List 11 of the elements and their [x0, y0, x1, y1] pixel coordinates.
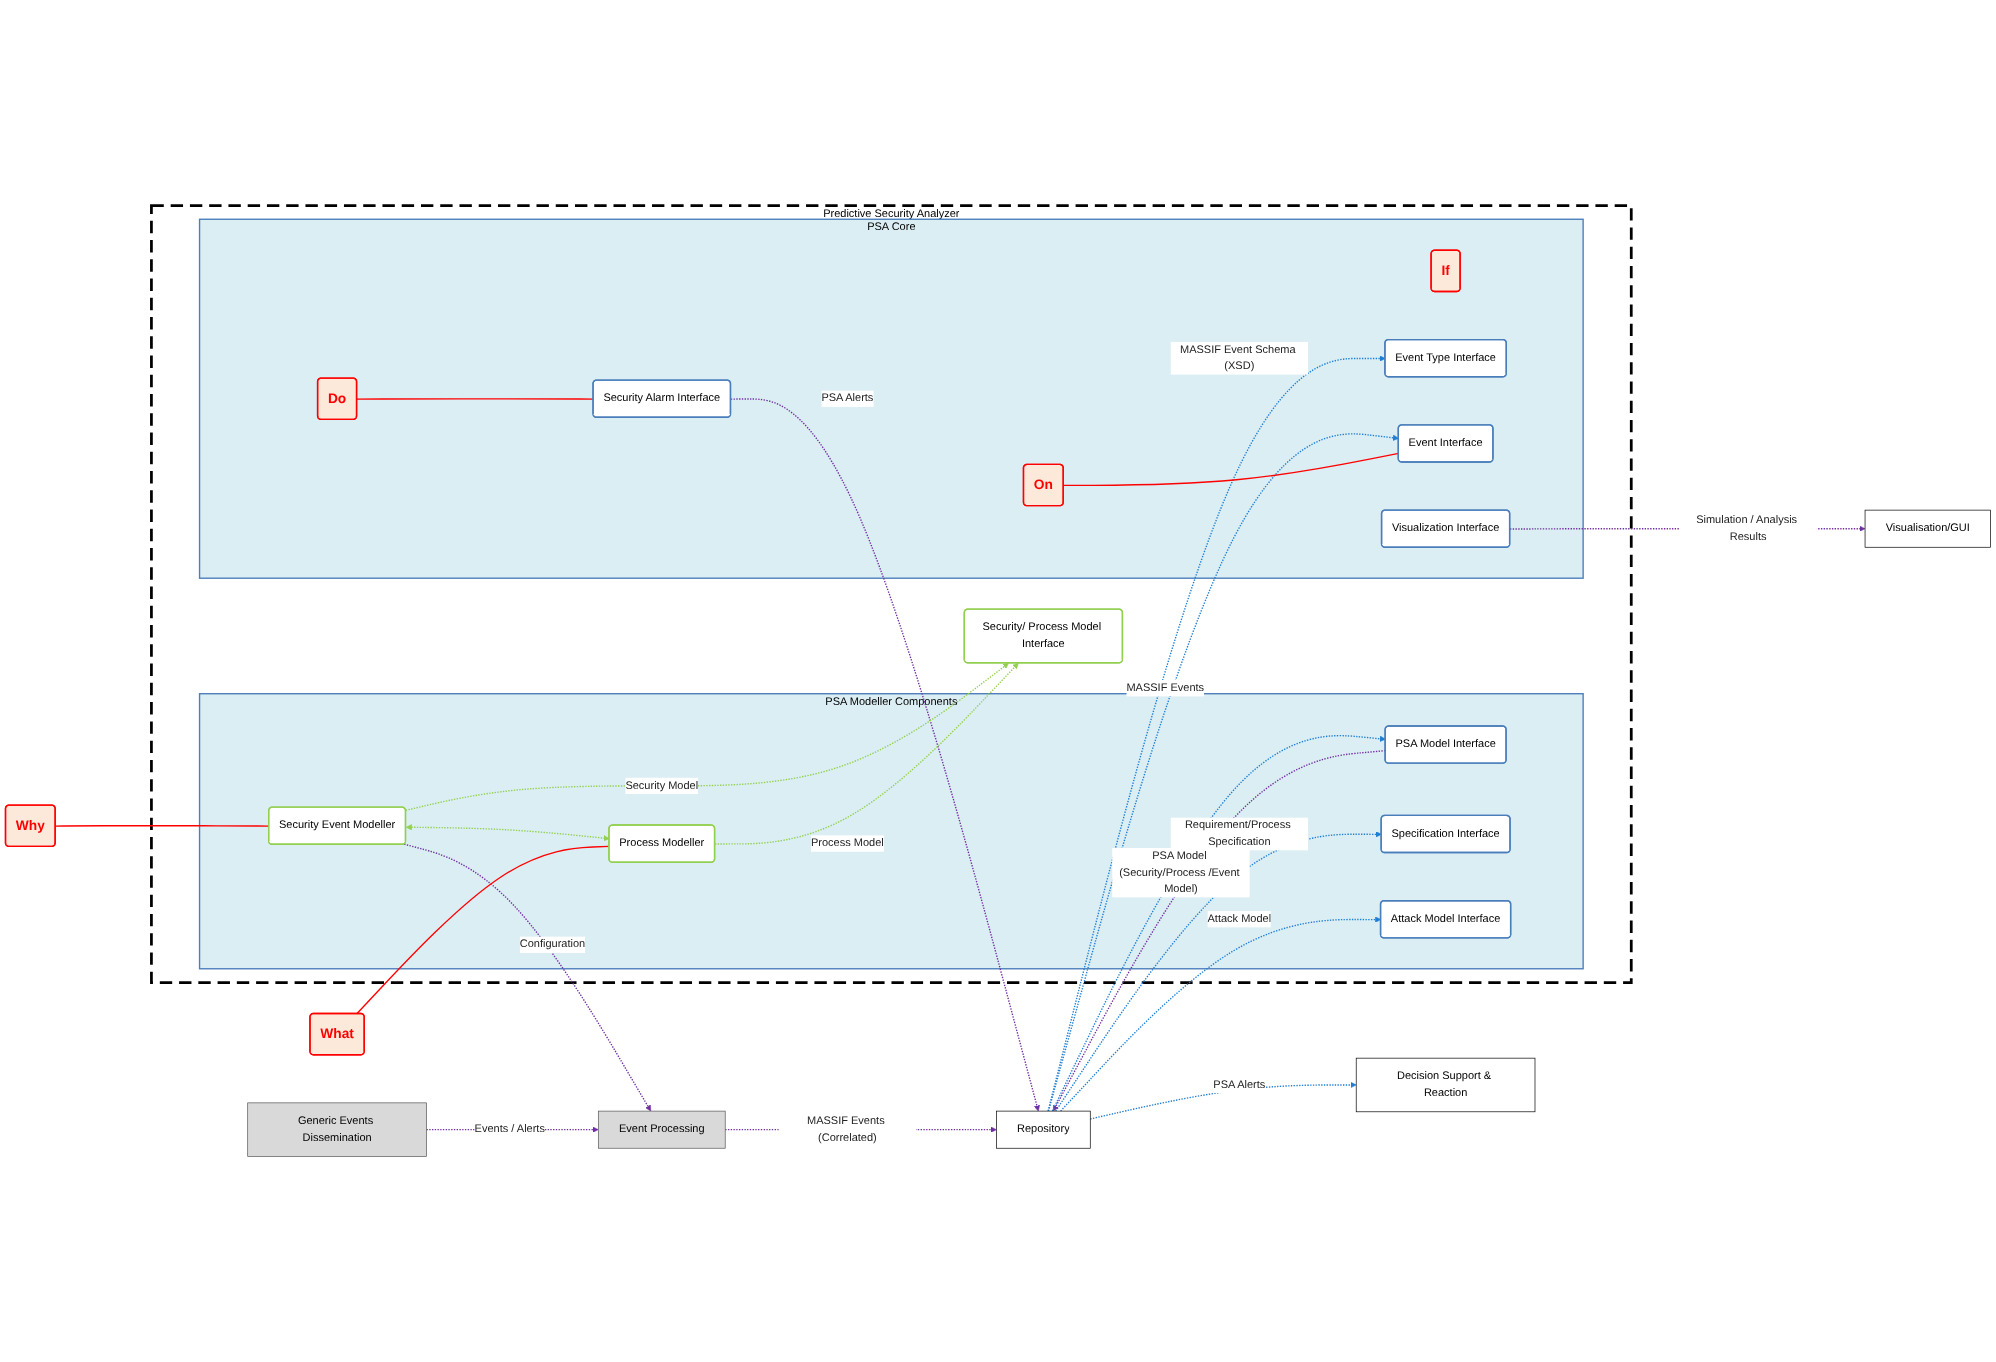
arrow — [1054, 831, 1382, 1112]
arrow — [403, 843, 652, 1112]
connector — [356, 845, 610, 1015]
arrow — [405, 662, 1009, 811]
connector — [1062, 452, 1400, 487]
arrow — [1059, 916, 1382, 1112]
arrow — [714, 662, 1019, 845]
arrow — [730, 398, 1040, 1112]
connector — [54, 825, 270, 827]
arrow — [405, 824, 610, 842]
connector — [356, 398, 595, 400]
